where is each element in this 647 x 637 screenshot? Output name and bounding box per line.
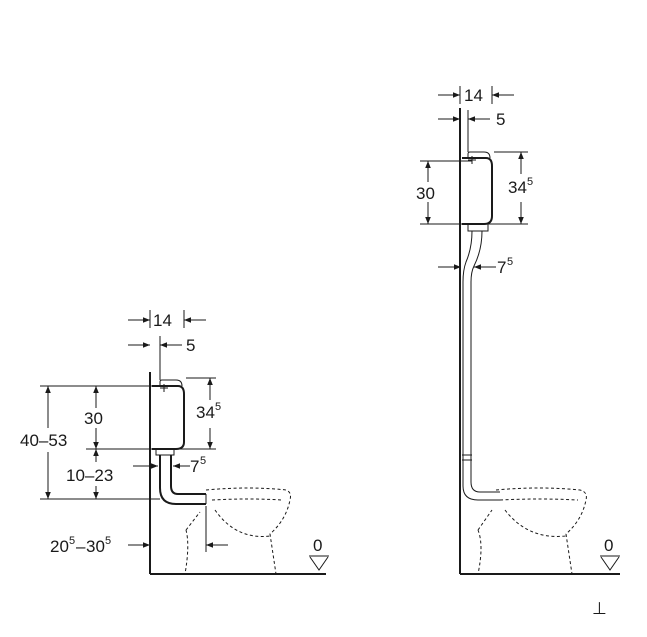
right-dim-30-label: 30	[416, 184, 435, 203]
right-flush-pipe	[462, 230, 500, 501]
left-dim-proj-b-sup: 5	[105, 535, 111, 547]
right-wc-pan	[477, 487, 587, 575]
left-dim-7-label: 7	[190, 457, 199, 476]
left-dim-40-53: 40–53	[20, 386, 67, 499]
right-view: 14 5 30 34 5 7	[416, 86, 620, 575]
right-dim-14-label: 14	[464, 86, 483, 105]
right-dim-34-label: 34	[508, 178, 527, 197]
right-dim-5-label: 5	[496, 110, 505, 129]
left-dim-30: 30	[84, 386, 103, 449]
left-dim-7-5: 7 5	[133, 455, 206, 476]
left-dim-7-sup: 5	[200, 455, 206, 467]
left-dim-34-label: 34	[196, 403, 215, 422]
left-floor-level-label: 0	[313, 536, 322, 555]
right-floor-level-label: 0	[604, 536, 613, 555]
left-dim-40-53-label: 40–53	[20, 431, 67, 450]
right-dim-30: 30	[416, 161, 435, 224]
left-dim-14-label: 14	[153, 311, 172, 330]
left-dim-5-label: 5	[186, 336, 195, 355]
right-dim-34-sup: 5	[527, 176, 533, 188]
left-dim-30-label: 30	[84, 409, 103, 428]
left-dim-10-23-label: 10–23	[66, 466, 113, 485]
left-dim-5: 5	[128, 336, 195, 380]
right-dim-7-label: 7	[497, 258, 506, 277]
right-cistern	[462, 151, 493, 232]
left-flush-pipe	[159, 455, 207, 505]
left-dim-proj-a: 20	[50, 537, 69, 556]
right-dim-7-sup: 5	[507, 256, 513, 268]
right-dim-7-5: 7 5	[438, 256, 513, 277]
right-dim-5: 5	[438, 110, 505, 152]
right-dim-14: 14	[438, 86, 514, 105]
left-floor-level-marker: 0	[309, 536, 329, 571]
left-dim-projection: 20 5 – 30 5	[50, 506, 228, 556]
right-floor-level-marker: 0	[600, 536, 620, 571]
left-dim-14: 14	[128, 310, 206, 330]
left-dim-34-sup: 5	[215, 401, 221, 413]
right-dim-34-5: 34 5	[508, 152, 533, 224]
corner-projection-symbol: ⊥	[592, 599, 607, 618]
left-dim-proj-a-sup: 5	[69, 535, 75, 547]
left-cistern	[152, 379, 185, 456]
left-view: 14 5 34 5 30	[20, 310, 329, 575]
left-dim-proj-b: 30	[86, 537, 105, 556]
left-dim-10-23: 10–23	[66, 449, 113, 499]
left-wc-pan	[184, 487, 291, 575]
left-dim-proj-sep: –	[76, 537, 86, 556]
left-dim-34-5: 34 5	[176, 377, 221, 450]
